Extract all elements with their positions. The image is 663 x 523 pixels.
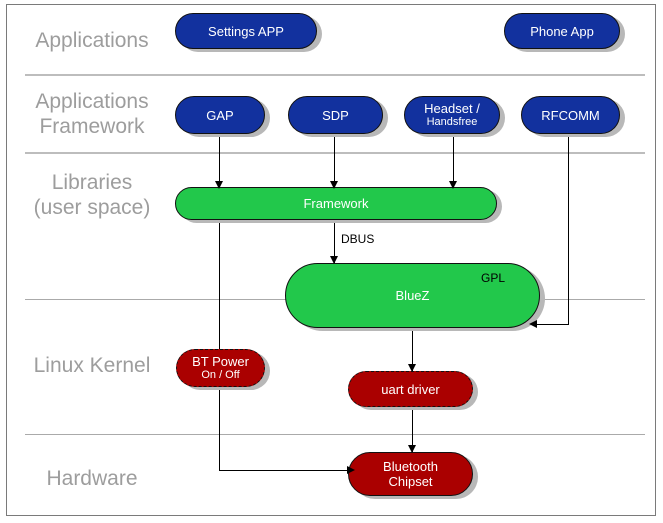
connector-bluez-to-uart xyxy=(412,328,413,371)
node-framework-label: Framework xyxy=(303,196,369,211)
arrowhead-uart-to-chipset xyxy=(408,445,416,453)
connector-gap-to-framework xyxy=(219,136,220,188)
connector-framework-to-bluez xyxy=(334,219,335,263)
node-uart-driver[interactable]: uart driver xyxy=(348,371,473,407)
arrowhead-headset-to-framework xyxy=(449,181,457,189)
node-headset-handsfree-label: Headset / xyxy=(424,101,480,116)
node-bt-power[interactable]: BT Power On / Off xyxy=(176,349,265,387)
band-label-linux-kernel: Linux Kernel xyxy=(33,354,151,377)
arrowhead-rfcomm-to-bluez xyxy=(529,320,537,328)
connector-framework-to-chipset-horizontal xyxy=(219,470,349,471)
connector-framework-to-chipset-vertical xyxy=(219,219,220,470)
edge-label-dbus: DBUS xyxy=(341,232,375,246)
node-gap-label: GAP xyxy=(206,107,234,123)
node-phone-app-label: Phone App xyxy=(530,23,594,39)
connector-uart-to-chipset xyxy=(412,409,413,452)
node-bluez[interactable]: BlueZ xyxy=(285,263,540,328)
node-sdp-label: SDP xyxy=(322,107,349,123)
arrowhead-to-bluetooth-chipset-left xyxy=(347,466,355,474)
arrowhead-bluez-to-uart xyxy=(408,364,416,372)
node-bt-power-sublabel: On / Off xyxy=(201,369,240,381)
node-bt-power-label: BT Power xyxy=(192,354,249,369)
divider-linux-kernel xyxy=(25,434,645,435)
node-bluetooth-chipset-label: Bluetooth xyxy=(383,459,438,474)
band-label-libraries: Libraries (user space) xyxy=(33,171,151,219)
connector-rfcomm-horizontal xyxy=(536,324,569,325)
node-bluez-license-badge: GPL xyxy=(481,271,506,285)
node-headset-handsfree-sublabel: Handsfree xyxy=(426,116,478,128)
node-framework[interactable]: Framework xyxy=(175,187,497,220)
band-label-applications: Applications xyxy=(35,29,149,52)
node-gap[interactable]: GAP xyxy=(175,96,265,134)
band-label-applications-framework: Applications Framework xyxy=(35,90,149,138)
node-settings-app-label: Settings APP xyxy=(208,23,284,39)
arrowhead-gap-to-framework xyxy=(215,181,223,189)
node-uart-driver-label: uart driver xyxy=(381,381,440,397)
divider-applications xyxy=(25,74,645,76)
node-rfcomm-label: RFCOMM xyxy=(541,107,600,123)
node-settings-app[interactable]: Settings APP xyxy=(175,13,317,49)
divider-applications-framework xyxy=(25,152,645,154)
node-sdp[interactable]: SDP xyxy=(288,96,383,134)
band-label-hardware: Hardware xyxy=(46,467,138,490)
connector-headset-to-framework xyxy=(453,136,454,188)
node-bluetooth-chipset-sublabel: Chipset xyxy=(388,474,433,489)
connector-sdp-to-framework xyxy=(334,136,335,188)
node-phone-app[interactable]: Phone App xyxy=(504,13,620,49)
node-bluetooth-chipset[interactable]: Bluetooth Chipset xyxy=(348,452,473,496)
node-bluez-label: BlueZ xyxy=(395,288,430,303)
arrowhead-sdp-to-framework xyxy=(330,181,338,189)
arrowhead-framework-to-bluez xyxy=(330,256,338,264)
connector-rfcomm-vertical xyxy=(568,136,569,324)
node-headset-handsfree[interactable]: Headset / Handsfree xyxy=(404,96,500,134)
node-rfcomm[interactable]: RFCOMM xyxy=(521,96,620,134)
